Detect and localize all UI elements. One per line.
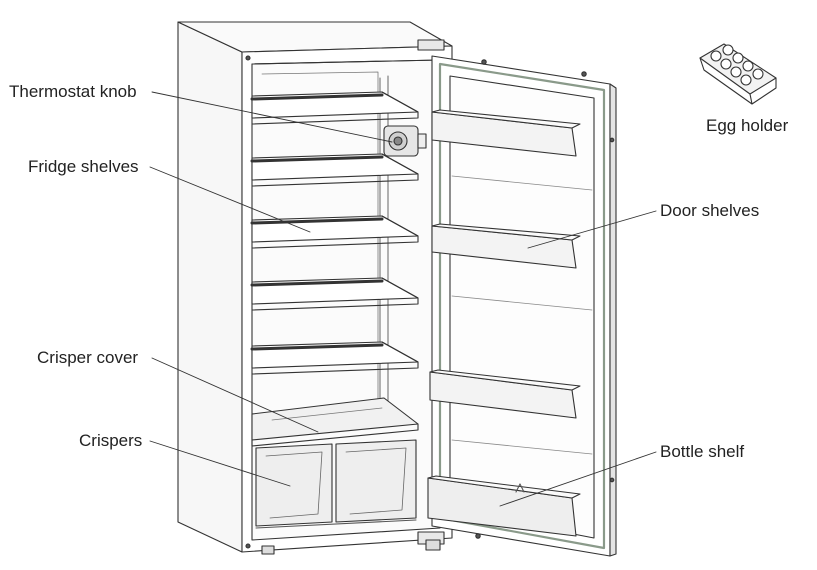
- leader-lines: [149, 91, 657, 507]
- door-shelves-part: [429, 109, 581, 419]
- leader-door-shelves: [527, 210, 657, 249]
- egg-holder-part: [699, 43, 777, 105]
- leader-fridge-shelves: [149, 166, 311, 233]
- leader-bottle-shelf: [499, 451, 657, 507]
- door-shelf-1: [431, 109, 581, 157]
- fridge-shelf-3: [250, 215, 419, 249]
- thermostat-knob-part: [383, 125, 427, 157]
- leader-thermostat-knob: [151, 91, 393, 143]
- leader-crispers: [149, 440, 291, 487]
- label-crisper-cover: Crisper cover: [37, 348, 139, 367]
- label-fridge-shelves: Fridge shelves: [28, 157, 139, 176]
- fridge-shelf-5: [250, 341, 419, 375]
- label-egg-holder: Egg holder: [706, 116, 789, 135]
- crisper-cover-part: [251, 397, 419, 447]
- label-crispers: Crispers: [79, 431, 143, 450]
- label-bottle-shelf: Bottle shelf: [660, 442, 745, 461]
- door-shelf-3: [429, 369, 581, 419]
- fridge-shelf-1: [250, 91, 419, 125]
- door: [431, 55, 617, 557]
- fridge-shelf-4: [250, 277, 419, 311]
- crispers-part: [255, 439, 417, 529]
- bottle-shelf-part: [427, 475, 581, 537]
- fridge-shelf-2: [250, 153, 419, 187]
- door-shelf-2: [431, 223, 581, 269]
- label-door-shelves: Door shelves: [660, 201, 760, 220]
- leader-crisper-cover: [151, 357, 319, 433]
- fridge-shelves: [250, 91, 419, 375]
- label-thermostat-knob: Thermostat knob: [9, 82, 137, 101]
